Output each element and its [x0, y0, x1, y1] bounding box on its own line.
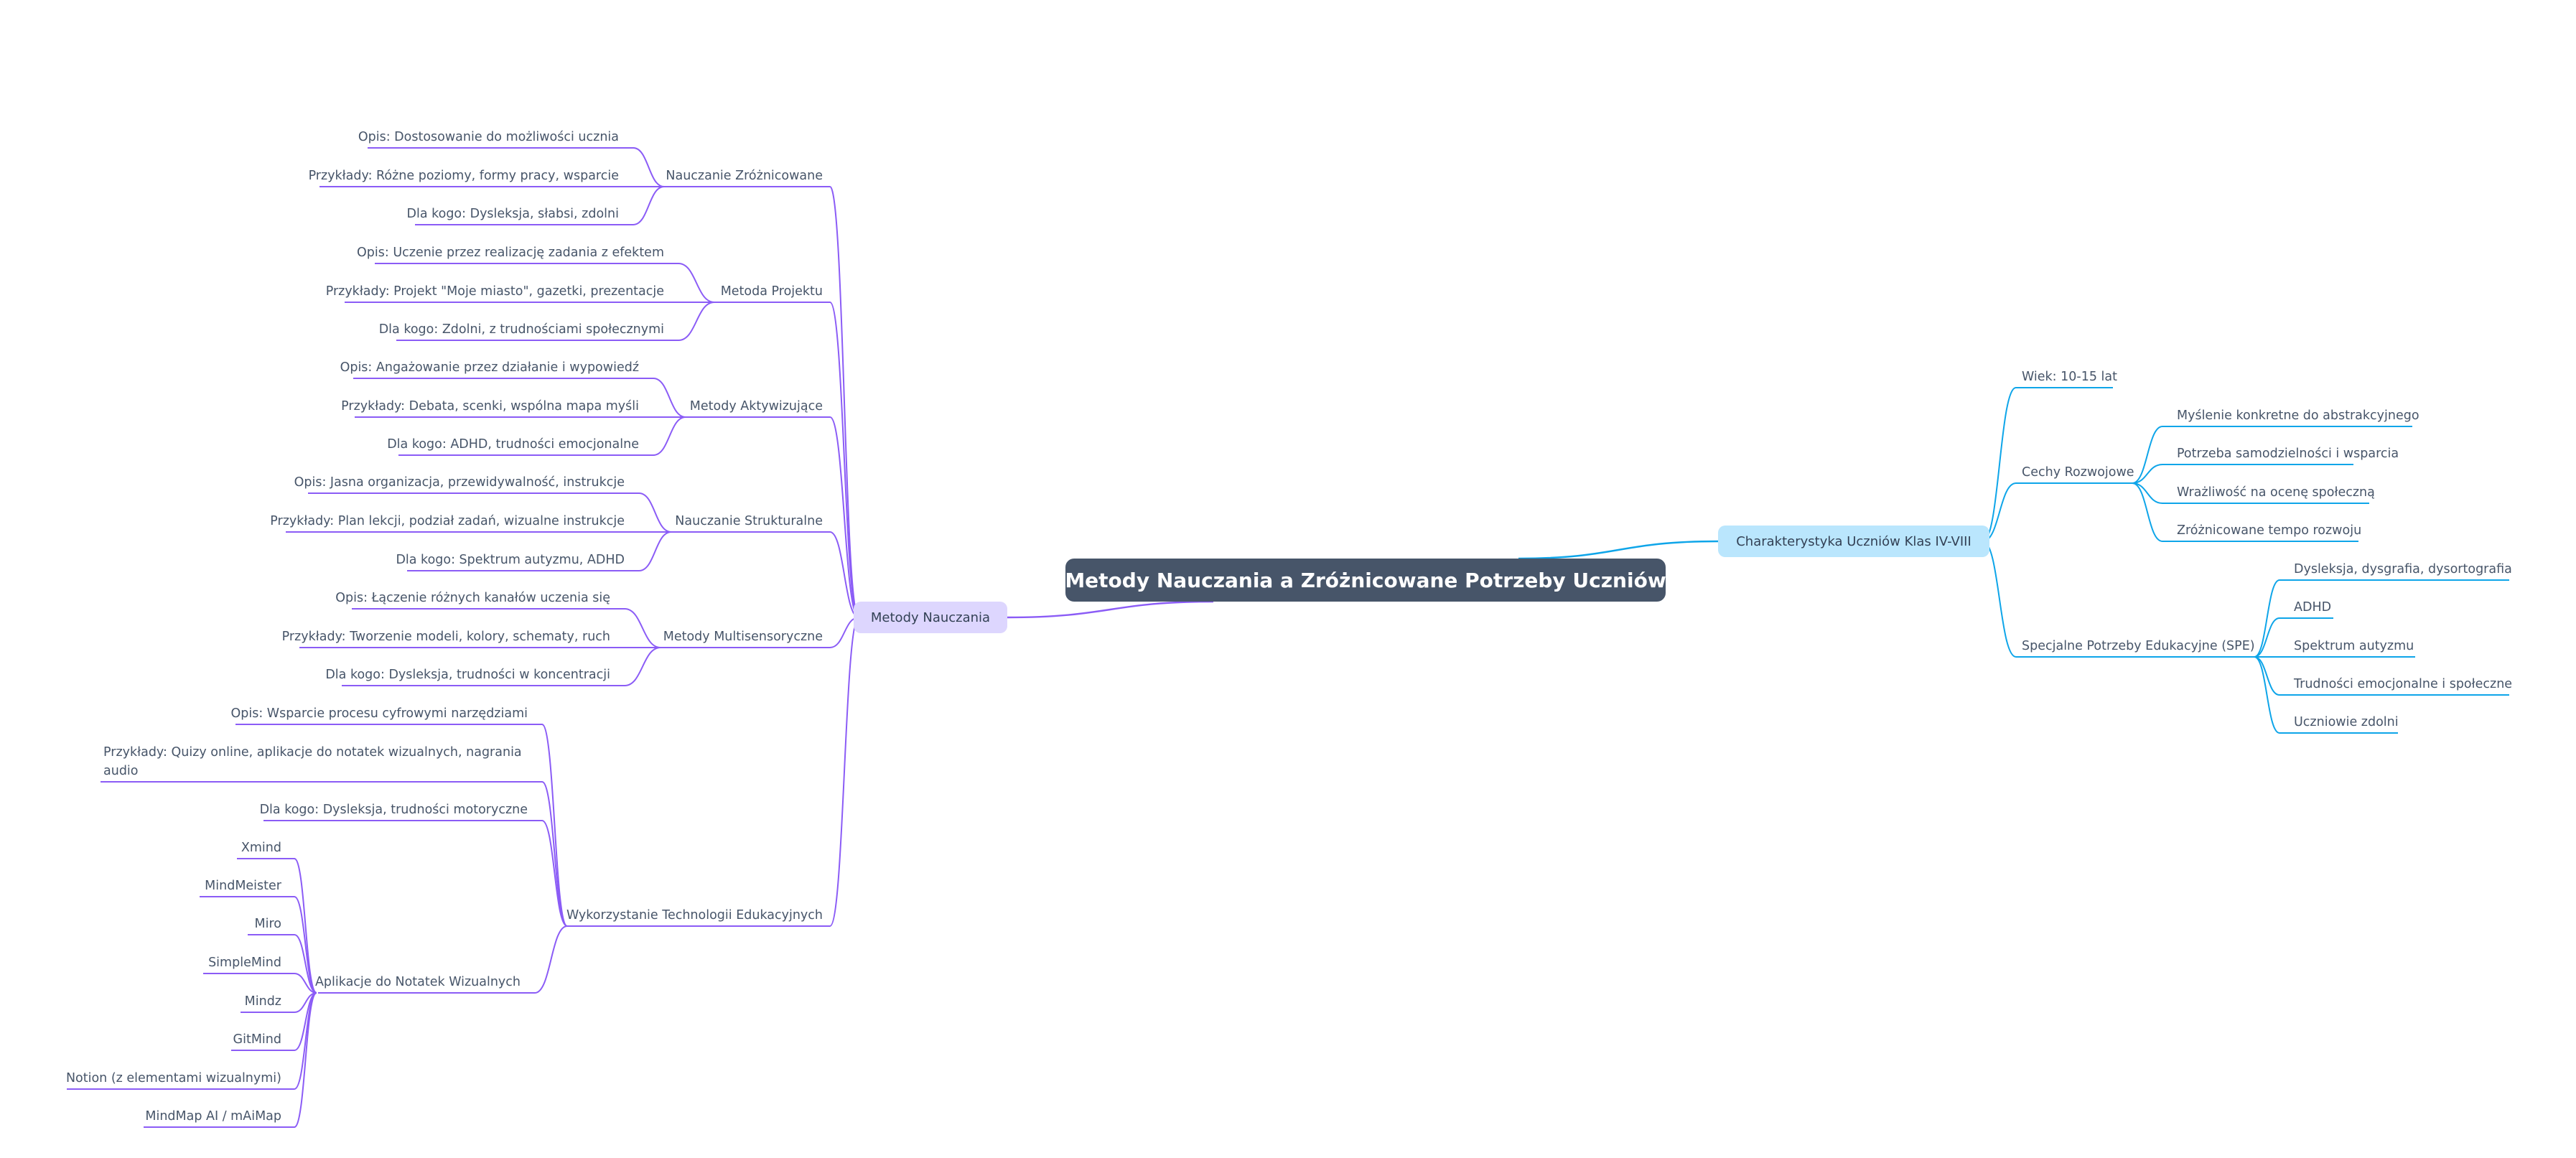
subtopic-dysleksja-dysgrafia-dysortografia[interactable]: Dysleksja, dysgrafia, dysortografia — [2294, 562, 2512, 576]
topic-metoda-projektu[interactable]: Metoda Projektu — [720, 284, 823, 299]
connector-line — [2132, 426, 2163, 484]
subtopic-opis-dostosowanie-do-mozliwosci-ucznia[interactable]: Opis: Dostosowanie do możliwości ucznia — [358, 130, 619, 144]
app-gitmind[interactable]: GitMind — [233, 1032, 281, 1047]
connector-line — [624, 647, 661, 686]
subtopic-trudnosci-emocjonalne-i-spoleczne[interactable]: Trudności emocjonalne i społeczne — [2294, 677, 2513, 691]
app-miro[interactable]: Miro — [254, 917, 281, 931]
topic-specjalne-potrzeby-edukacyjne-spe[interactable]: Specjalne Potrzeby Edukacyjne (SPE) — [2022, 639, 2255, 653]
connector-line — [1007, 600, 1214, 619]
topic-nauczanie-zroznicowane[interactable]: Nauczanie Zróżnicowane — [666, 169, 823, 183]
connector-line — [2132, 482, 2163, 542]
topic-nauczanie-strukturalne[interactable]: Nauczanie Strukturalne — [675, 514, 823, 528]
topic-wykorzystanie-technologii-edukacyjnych[interactable]: Wykorzystanie Technologii Edukacyjnych — [566, 908, 823, 923]
app-mindz[interactable]: Mindz — [244, 994, 281, 1009]
connector-line — [829, 617, 859, 927]
subtopic-przyklady-tworzenie-modeli-kolory-schema[interactable]: Przykłady: Tworzenie modeli, kolory, sch… — [281, 630, 610, 644]
connector-line — [653, 416, 686, 456]
subtopic-opis-uczenie-przez-realizacje-zadania-z-[interactable]: Opis: Uczenie przez realizację zadania z… — [357, 246, 664, 260]
connector-line — [638, 531, 672, 571]
app-xmind[interactable]: Xmind — [241, 841, 281, 855]
connector-line — [653, 378, 686, 418]
subtopic-dla-kogo-spektrum-autyzmu-adhd[interactable]: Dla kogo: Spektrum autyzmu, ADHD — [396, 553, 625, 567]
connector-line — [2254, 656, 2280, 734]
subtopic-zroznicowane-tempo-rozwoju[interactable]: Zróżnicowane tempo rozwoju — [2177, 523, 2362, 538]
app-notion-z-elementami-wizualnymi[interactable]: Notion (z elementami wizualnymi) — [65, 1071, 281, 1085]
topic-metody-nauczania[interactable]: Metody Nauczania — [854, 602, 1007, 633]
subtopic-aplikacje-do-notatek-wizualnych[interactable]: Aplikacje do Notatek Wizualnych — [314, 975, 521, 989]
connector-line — [541, 820, 568, 927]
subtopic-wrazliwosc-na-ocene-spoleczna[interactable]: Wrażliwość na ocenę społeczną — [2177, 485, 2375, 500]
subtopic-przyklady-debata-scenki-wspolna-mapa-mys[interactable]: Przykłady: Debata, scenki, wspólna mapa … — [341, 399, 639, 414]
connector-line — [638, 492, 672, 533]
connector-line — [2254, 617, 2280, 658]
root-topic[interactable]: Metody Nauczania a Zróżnicowane Potrzeby… — [1065, 559, 1666, 602]
connector-line — [829, 302, 859, 618]
topic-charakterystyka-uczniow[interactable]: Charakterystyka Uczniów Klas IV-VIII — [1718, 526, 1989, 557]
app-mindmeister[interactable]: MindMeister — [205, 879, 281, 893]
subtopic-dla-kogo-dysleksja-trudnosci-w-koncentra[interactable]: Dla kogo: Dysleksja, trudności w koncent… — [325, 668, 610, 682]
subtopic-dla-kogo-adhd-trudnosci-emocjonalne[interactable]: Dla kogo: ADHD, trudności emocjonalne — [387, 437, 639, 452]
subtopic-przyklady-rozne-poziomy-formy-pracy-wspa[interactable]: Przykłady: Różne poziomy, formy pracy, w… — [308, 169, 619, 183]
connector-line — [541, 724, 568, 927]
topic-metody-multisensoryczne[interactable]: Metody Multisensoryczne — [663, 630, 823, 644]
subtopic-dla-kogo-zdolni-z-trudnosciami-spoleczny[interactable]: Dla kogo: Zdolni, z trudnościami społecz… — [378, 322, 664, 337]
connector-line — [2254, 579, 2280, 658]
subtopic-przyklady-projekt-moje-miasto-gazetki-pr[interactable]: Przykłady: Projekt "Moje miasto", gazetk… — [325, 284, 664, 299]
connector-line — [1518, 540, 1719, 560]
connector-line — [633, 186, 665, 225]
subtopic-uczniowie-zdolni[interactable]: Uczniowie zdolni — [2294, 715, 2399, 729]
connector-line — [2132, 464, 2163, 484]
connector-line — [624, 608, 661, 648]
app-simplemind[interactable]: SimpleMind — [208, 956, 281, 970]
subtopic-przyklady-quizy-online-aplikacje-do-nota[interactable]: Przykłady: Quizy online, aplikacje do no… — [103, 745, 522, 778]
connector-line — [678, 302, 715, 341]
subtopic-dla-kogo-dysleksja-slabsi-zdolni[interactable]: Dla kogo: Dysleksja, słabsi, zdolni — [406, 207, 619, 221]
connector-line — [294, 896, 317, 994]
subtopic-opis-jasna-organizacja-przewidywalnosc-i[interactable]: Opis: Jasna organizacja, przewidywalność… — [294, 475, 625, 490]
topic-metody-aktywizujace[interactable]: Metody Aktywizujące — [689, 399, 823, 414]
connector-line — [294, 973, 317, 994]
connector-line — [678, 263, 715, 303]
subtopic-opis-laczenie-roznych-kanalow-uczenia-si[interactable]: Opis: Łączenie różnych kanałów uczenia s… — [335, 591, 610, 605]
subtopic-przyklady-plan-lekcji-podzial-zadan-wizu[interactable]: Przykłady: Plan lekcji, podział zadań, w… — [270, 514, 625, 528]
subtopic-adhd[interactable]: ADHD — [2294, 600, 2332, 615]
connector-line — [294, 992, 317, 1128]
subtopic-opis-wsparcie-procesu-cyfrowymi-narzedzi[interactable]: Opis: Wsparcie procesu cyfrowymi narzędz… — [230, 706, 528, 721]
subtopic-opis-angazowanie-przez-dzialanie-i-wypow[interactable]: Opis: Angażowanie przez działanie i wypo… — [340, 360, 639, 375]
topic-cechy-rozwojowe[interactable]: Cechy Rozwojowe — [2022, 465, 2134, 480]
connector-line — [829, 186, 859, 618]
connector-line — [294, 934, 317, 994]
subtopic-dla-kogo-dysleksja-trudnosci-motoryczne[interactable]: Dla kogo: Dysleksja, trudności motoryczn… — [259, 803, 528, 817]
app-mindmap-ai-maimap[interactable]: MindMap AI / mAiMap — [145, 1109, 281, 1124]
connector-line — [2254, 656, 2280, 696]
connector-line — [534, 925, 568, 994]
subtopic-myslenie-konkretne-do-abstrakcyjnego[interactable]: Myślenie konkretne do abstrakcyjnego — [2177, 408, 2419, 423]
connector-line — [633, 147, 665, 187]
subtopic-spektrum-autyzmu[interactable]: Spektrum autyzmu — [2294, 639, 2414, 653]
subtopic-potrzeba-samodzielnosci-i-wsparcia[interactable]: Potrzeba samodzielności i wsparcia — [2177, 447, 2399, 461]
topic-wiek-10-15-lat[interactable]: Wiek: 10-15 lat — [2022, 370, 2118, 384]
